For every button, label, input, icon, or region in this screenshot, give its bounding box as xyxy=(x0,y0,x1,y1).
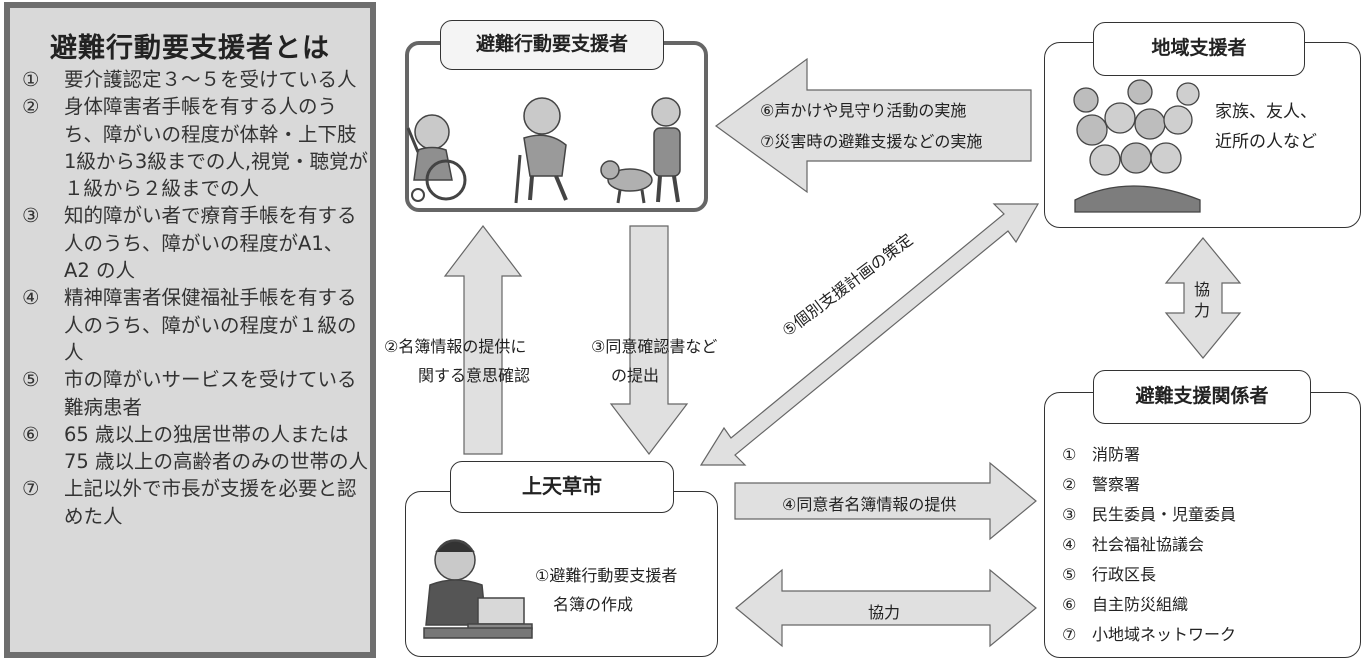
arrow-region-to-elder xyxy=(714,57,1032,194)
arrow-label-evacuation-support: ⑦災害時の避難支援などの実施 xyxy=(760,132,983,151)
city-title: 上天草市 xyxy=(450,461,674,513)
support-item: ① 消防署 xyxy=(1062,440,1236,470)
arrow-label-consent-line2: 関する意思確認 xyxy=(418,366,531,385)
support-item-number: ② xyxy=(1062,475,1077,494)
arrow-label-watch: ⑥声かけや見守り活動の実施 xyxy=(760,101,967,120)
definition-item: ⑦ 上記以外で市長が支援を必要と認めた人 xyxy=(22,475,368,530)
definition-item-text: 知的障がい者で療育手帳を有する人のうち、障がいの程度がA1、A2 の人 xyxy=(64,204,357,283)
support-item: ⑦ 小地域ネットワーク xyxy=(1062,620,1236,650)
city-caption-line2: 名簿の作成 xyxy=(553,595,634,614)
wheelchair-person-icon xyxy=(406,114,467,202)
definition-item-text: 65 歳以上の独居世帯の人または 75 歳以上の高齢者のみの世帯の人 xyxy=(64,422,369,474)
region-title: 地域支援者 xyxy=(1093,22,1305,76)
support-item-number: ⑥ xyxy=(1062,595,1077,614)
definition-item-number: ③ xyxy=(22,204,40,228)
arrow-coop-right xyxy=(1164,237,1242,359)
support-item-number: ③ xyxy=(1062,505,1077,524)
definition-title: 避難行動要支援者とは xyxy=(50,33,330,64)
support-item: ② 警察署 xyxy=(1062,470,1236,500)
support-item: ⑥ 自主防災組織 xyxy=(1062,590,1236,620)
elder-title: 避難行動要支援者 xyxy=(440,20,664,70)
support-item-text: 自主防災組織 xyxy=(1092,595,1189,614)
arrow-city-to-support xyxy=(734,461,1037,541)
definition-item-text: 市の障がいサービスを受けている難病患者 xyxy=(64,368,357,419)
support-item-text: 行政区長 xyxy=(1092,565,1157,584)
definition-item-text: 精神障害者保健福祉手帳を有する人のうち、障がいの程度が１級の人 xyxy=(64,286,357,364)
arrow-label-provide-list: ④同意者名簿情報の提供 xyxy=(782,495,957,514)
arrow-city-to-elder xyxy=(443,225,523,455)
arrow-elder-to-city xyxy=(609,225,689,455)
support-list: ① 消防署 ② 警察署 ③ 民生委員・児童委員 ④ 社会福祉協議会 ⑤ 行政区長 ⑥ 自主防… xyxy=(1062,440,1236,650)
crowd-people-icon xyxy=(1073,79,1201,213)
definition-item: ④ 精神障害者保健福祉手帳を有する人のうち、障がいの程度が１級の人 xyxy=(22,284,368,366)
arrow-label-submit-line2: の提出 xyxy=(611,366,660,385)
support-item-number: ④ xyxy=(1062,535,1077,554)
region-caption-line2: 近所の人など xyxy=(1215,132,1317,152)
city-caption-line1: ①避難行動要支援者 xyxy=(535,566,678,585)
definition-item-number: ⑥ xyxy=(22,422,40,446)
support-item: ⑤ 行政区長 xyxy=(1062,560,1236,590)
definition-item: ② 身体障害者手帳を有する人のうち、障がいの程度が体幹・上下肢1級から3級までの人… xyxy=(22,93,368,202)
definition-list: ① 要介護認定３～５を受けている人 ② 身体障害者手帳を有する人のうち、障がいの程度… xyxy=(22,66,368,530)
definition-item-text: 要介護認定３～５を受けている人 xyxy=(64,68,357,91)
support-item-text: 民生委員・児童委員 xyxy=(1092,505,1237,524)
support-item: ③ 民生委員・児童委員 xyxy=(1062,500,1236,530)
definition-item-text: 身体障害者手帳を有する人のうち、障がいの程度が体幹・上下肢1級から3級までの人,… xyxy=(64,95,369,201)
arrow-label-cooperation-vertical-1: 協 xyxy=(1194,280,1211,299)
support-item-text: 消防署 xyxy=(1092,445,1141,464)
definition-item-number: ⑤ xyxy=(22,368,40,392)
definition-item-number: ⑦ xyxy=(22,477,40,501)
definition-item-text: 上記以外で市長が支援を必要と認めた人 xyxy=(64,477,357,528)
definition-item-number: ② xyxy=(22,95,40,119)
elderly-with-cane-icon xyxy=(514,97,568,204)
definition-item-number: ④ xyxy=(22,286,40,310)
support-item-number: ⑦ xyxy=(1062,625,1077,644)
person-with-guide-dog-icon xyxy=(600,97,681,204)
definition-item-number: ① xyxy=(22,68,40,91)
definition-item: ③ 知的障がい者で療育手帳を有する人のうち、障がいの程度がA1、A2 の人 xyxy=(22,202,368,284)
definition-item: ① 要介護認定３～５を受けている人 xyxy=(22,66,368,93)
support-title: 避難支援関係者 xyxy=(1093,370,1311,424)
support-item: ④ 社会福祉協議会 xyxy=(1062,530,1236,560)
arrow-label-submit-line1: ③同意確認書など xyxy=(591,337,718,356)
arrow-label-cooperation: 協力 xyxy=(868,603,901,622)
support-item-text: 警察署 xyxy=(1092,475,1141,494)
arrow-plan-diagonal xyxy=(699,203,1040,466)
arrow-label-consent-line1: ②名簿情報の提供に xyxy=(384,337,527,356)
definition-item: ⑥ 65 歳以上の独居世帯の人または 75 歳以上の高齢者のみの世帯の人 xyxy=(22,421,368,476)
arrow-label-cooperation-vertical-2: 力 xyxy=(1194,301,1211,320)
arrow-coop-bottom xyxy=(735,568,1037,648)
support-item-text: 小地域ネットワーク xyxy=(1092,625,1237,644)
support-item-number: ① xyxy=(1062,445,1077,464)
support-box xyxy=(1044,392,1361,658)
definition-item: ⑤ 市の障がいサービスを受けている難病患者 xyxy=(22,366,368,421)
definition-panel: 避難行動要支援者とは ① 要介護認定３～５を受けている人 ② 身体障害者手帳を有する… xyxy=(4,2,376,658)
office-worker-icon xyxy=(423,539,533,639)
region-caption-line1: 家族、友人、 xyxy=(1215,102,1317,122)
support-item-number: ⑤ xyxy=(1062,565,1077,584)
support-item-text: 社会福祉協議会 xyxy=(1092,535,1205,554)
